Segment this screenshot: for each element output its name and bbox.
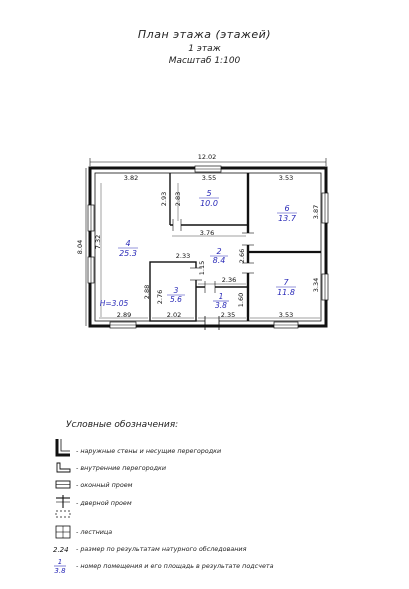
room-5-number: 5 xyxy=(206,189,211,198)
room-4-area: 25.3 xyxy=(119,249,137,258)
legend-partition-symbol xyxy=(56,462,71,473)
legend-dimension-text: - размер по результатам натурного обслед… xyxy=(76,545,247,553)
dim-label: 2.89 xyxy=(117,311,131,319)
legend-dimension-sample: 2.24 xyxy=(53,546,69,554)
door-gap xyxy=(246,263,250,273)
dim-label: 2.35 xyxy=(221,311,235,319)
dim-label: 1.60 xyxy=(237,293,245,307)
room-3-number: 3 xyxy=(174,286,179,295)
dim-label: 2.76 xyxy=(156,290,164,304)
dim-label: 2.88 xyxy=(143,285,151,299)
door-gap xyxy=(205,285,215,289)
room-7-number: 7 xyxy=(283,278,289,287)
floor-label: 1 этаж xyxy=(188,44,221,54)
page-title: План этажа (этажей) xyxy=(137,28,272,41)
legend-door-text: - дверной проем xyxy=(76,499,132,507)
dim-label: 2.66 xyxy=(238,249,246,263)
dim-label: 3.76 xyxy=(200,229,214,237)
legend-partition-text: - внутренние перегородки xyxy=(76,464,167,472)
room-1-number: 1 xyxy=(219,292,224,301)
dim-label: 2.33 xyxy=(176,252,190,260)
dim-label: 3.82 xyxy=(124,174,138,182)
door-gap xyxy=(194,268,198,280)
room-height-label: H=3.05 xyxy=(100,299,129,308)
dim-label: 3.87 xyxy=(312,205,320,219)
scale-label: Масштаб 1:100 xyxy=(168,56,241,66)
dim-label: 2.93 xyxy=(160,192,168,206)
legend-room-text: - номер помещения и его площадь в резуль… xyxy=(76,562,274,570)
dim-label: 2.83 xyxy=(174,192,182,206)
room-6-number: 6 xyxy=(284,204,289,213)
room-4-number: 4 xyxy=(125,239,130,248)
dim-label: 2.36 xyxy=(222,276,236,284)
door-gap xyxy=(246,233,250,245)
room3-walls xyxy=(149,261,197,322)
room-6-area: 13.7 xyxy=(278,214,297,223)
legend-outer-wall-symbol-inner xyxy=(60,439,70,452)
dim-label: 7.32 xyxy=(94,235,102,249)
dim-label: 3.34 xyxy=(312,278,320,292)
legend-outer-wall-symbol xyxy=(55,439,70,457)
room-2-number: 2 xyxy=(216,247,221,256)
dim-label: 2.02 xyxy=(167,311,181,319)
dim-label: 3.53 xyxy=(279,174,293,182)
dim-label: 3.53 xyxy=(279,311,293,319)
legend-title: Условные обозначения: xyxy=(66,420,179,430)
room-5-area: 10.0 xyxy=(200,199,218,208)
legend-opening-symbol xyxy=(55,510,71,518)
dim-overall-width: 12.02 xyxy=(198,153,217,161)
legend-outer-wall-text: - наружные стены и несущие перегородки xyxy=(76,447,222,455)
room-7-area: 11.8 xyxy=(277,288,295,297)
room-1-area: 3.8 xyxy=(215,301,227,310)
legend-stair-text: - лестница xyxy=(76,528,113,536)
room-2-area: 8.4 xyxy=(213,256,226,265)
entrance-gap xyxy=(205,318,219,324)
legend-room-sample-area: 3.8 xyxy=(54,567,66,575)
legend-room-sample-number: 1 xyxy=(58,558,62,566)
legend-window-text: - оконный проем xyxy=(76,481,133,489)
dim-overall-height: 8.04 xyxy=(76,240,84,254)
dim-label: 3.55 xyxy=(202,174,216,182)
room-3-area: 5.6 xyxy=(170,295,182,304)
dim-label: 1.15 xyxy=(198,261,206,275)
door-gap xyxy=(173,223,181,227)
